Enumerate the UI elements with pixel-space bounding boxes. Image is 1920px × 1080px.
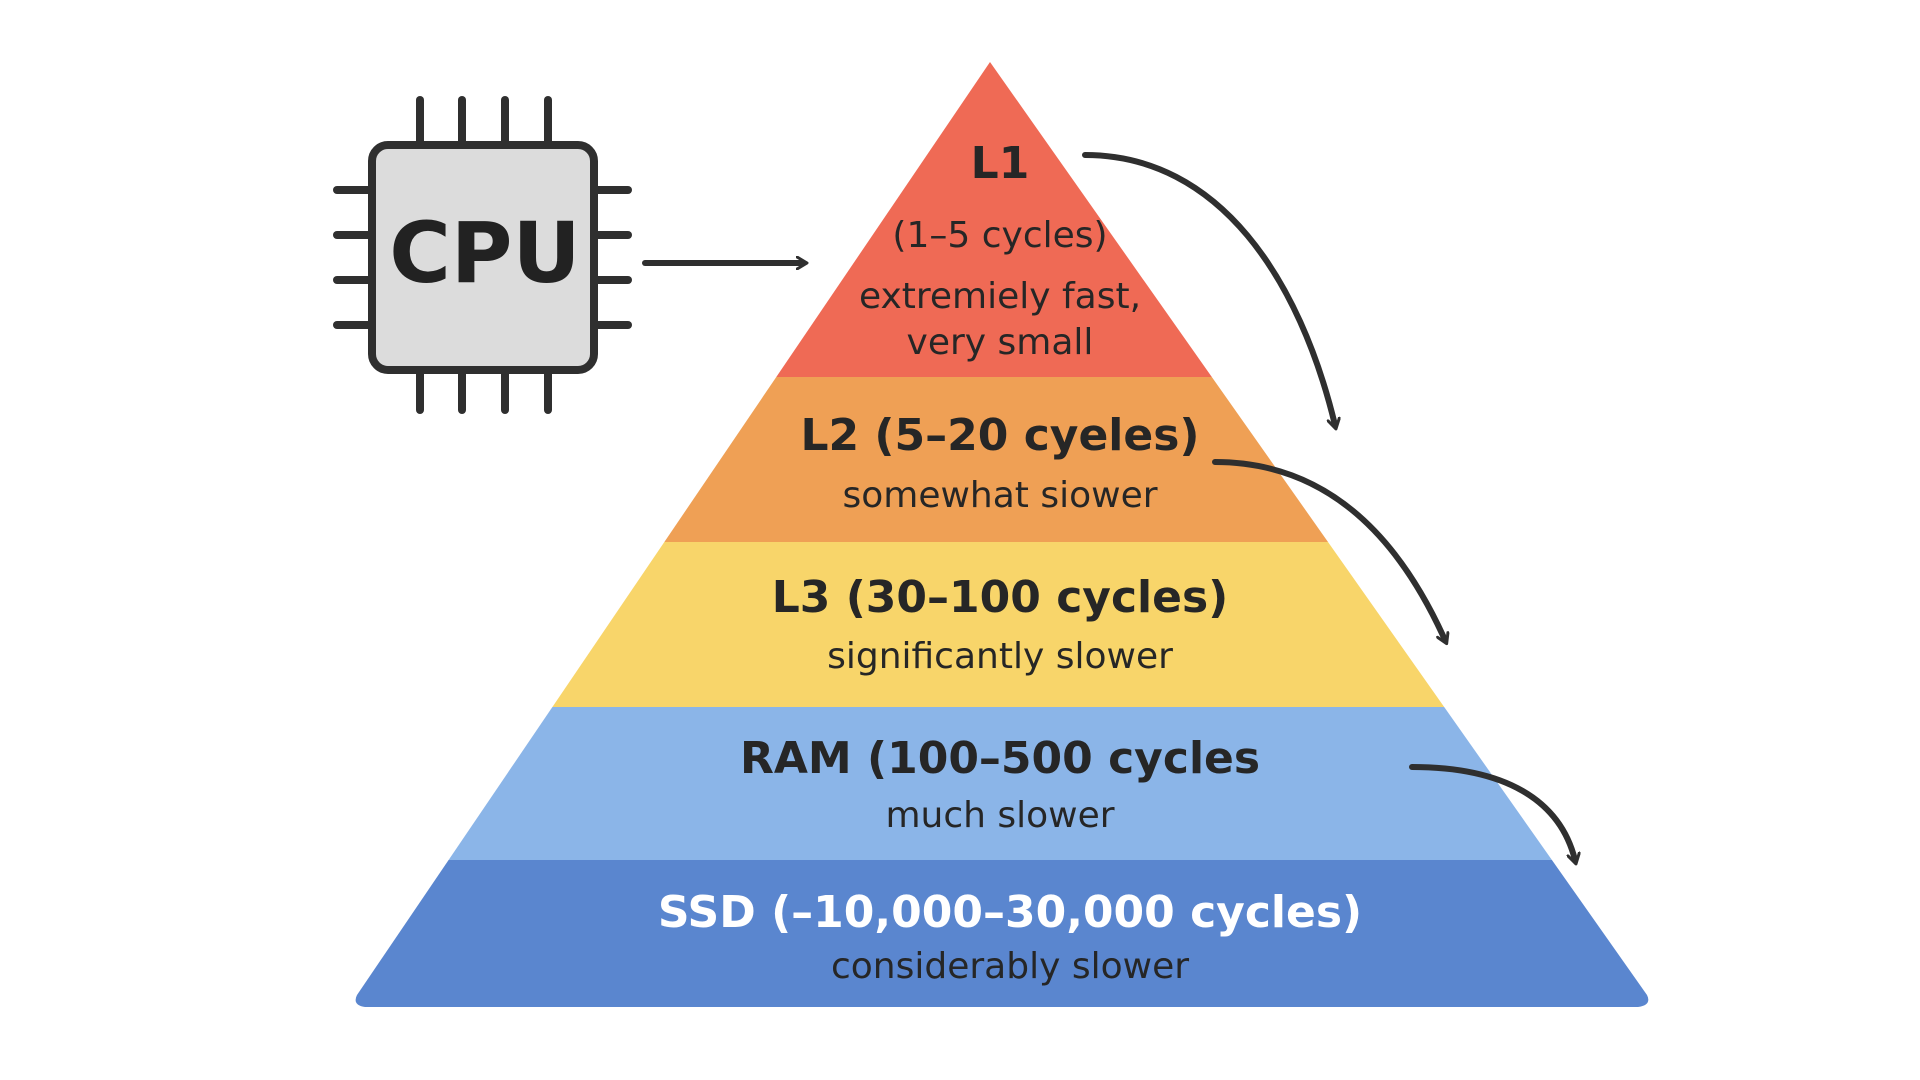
tier-ssd xyxy=(355,860,1649,1007)
arrow-ram-to-ssd xyxy=(1409,764,1575,860)
l2-title: L2 (5–20 cyeles) xyxy=(800,410,1200,461)
ssd-description: considerably slower xyxy=(830,946,1190,987)
l3-description: significantly slower xyxy=(827,636,1173,677)
ssd-title: SSD (–10,000–30,000 cycles) xyxy=(657,887,1363,938)
arrow-l2-to-l3 xyxy=(1212,459,1445,640)
l1-description-line2: very small xyxy=(906,322,1094,363)
l1-cycles: (1–5 cycles) xyxy=(892,215,1108,256)
cpu-chip-icon xyxy=(333,96,632,414)
arrow-l1-to-l2 xyxy=(1082,152,1335,425)
cpu-label: CPU xyxy=(389,203,581,302)
l1-title: L1 xyxy=(970,138,1030,189)
ram-title: RAM (100–500 cycles xyxy=(739,733,1261,784)
l2-description: somewhat siower xyxy=(842,475,1158,516)
tier-ram xyxy=(355,707,1649,860)
ram-description: much slower xyxy=(885,795,1115,836)
l3-title: L3 (30–100 cycles) xyxy=(771,572,1229,623)
l1-description-line1: extremiely fast, xyxy=(858,276,1142,317)
tier-l3 xyxy=(355,542,1649,707)
